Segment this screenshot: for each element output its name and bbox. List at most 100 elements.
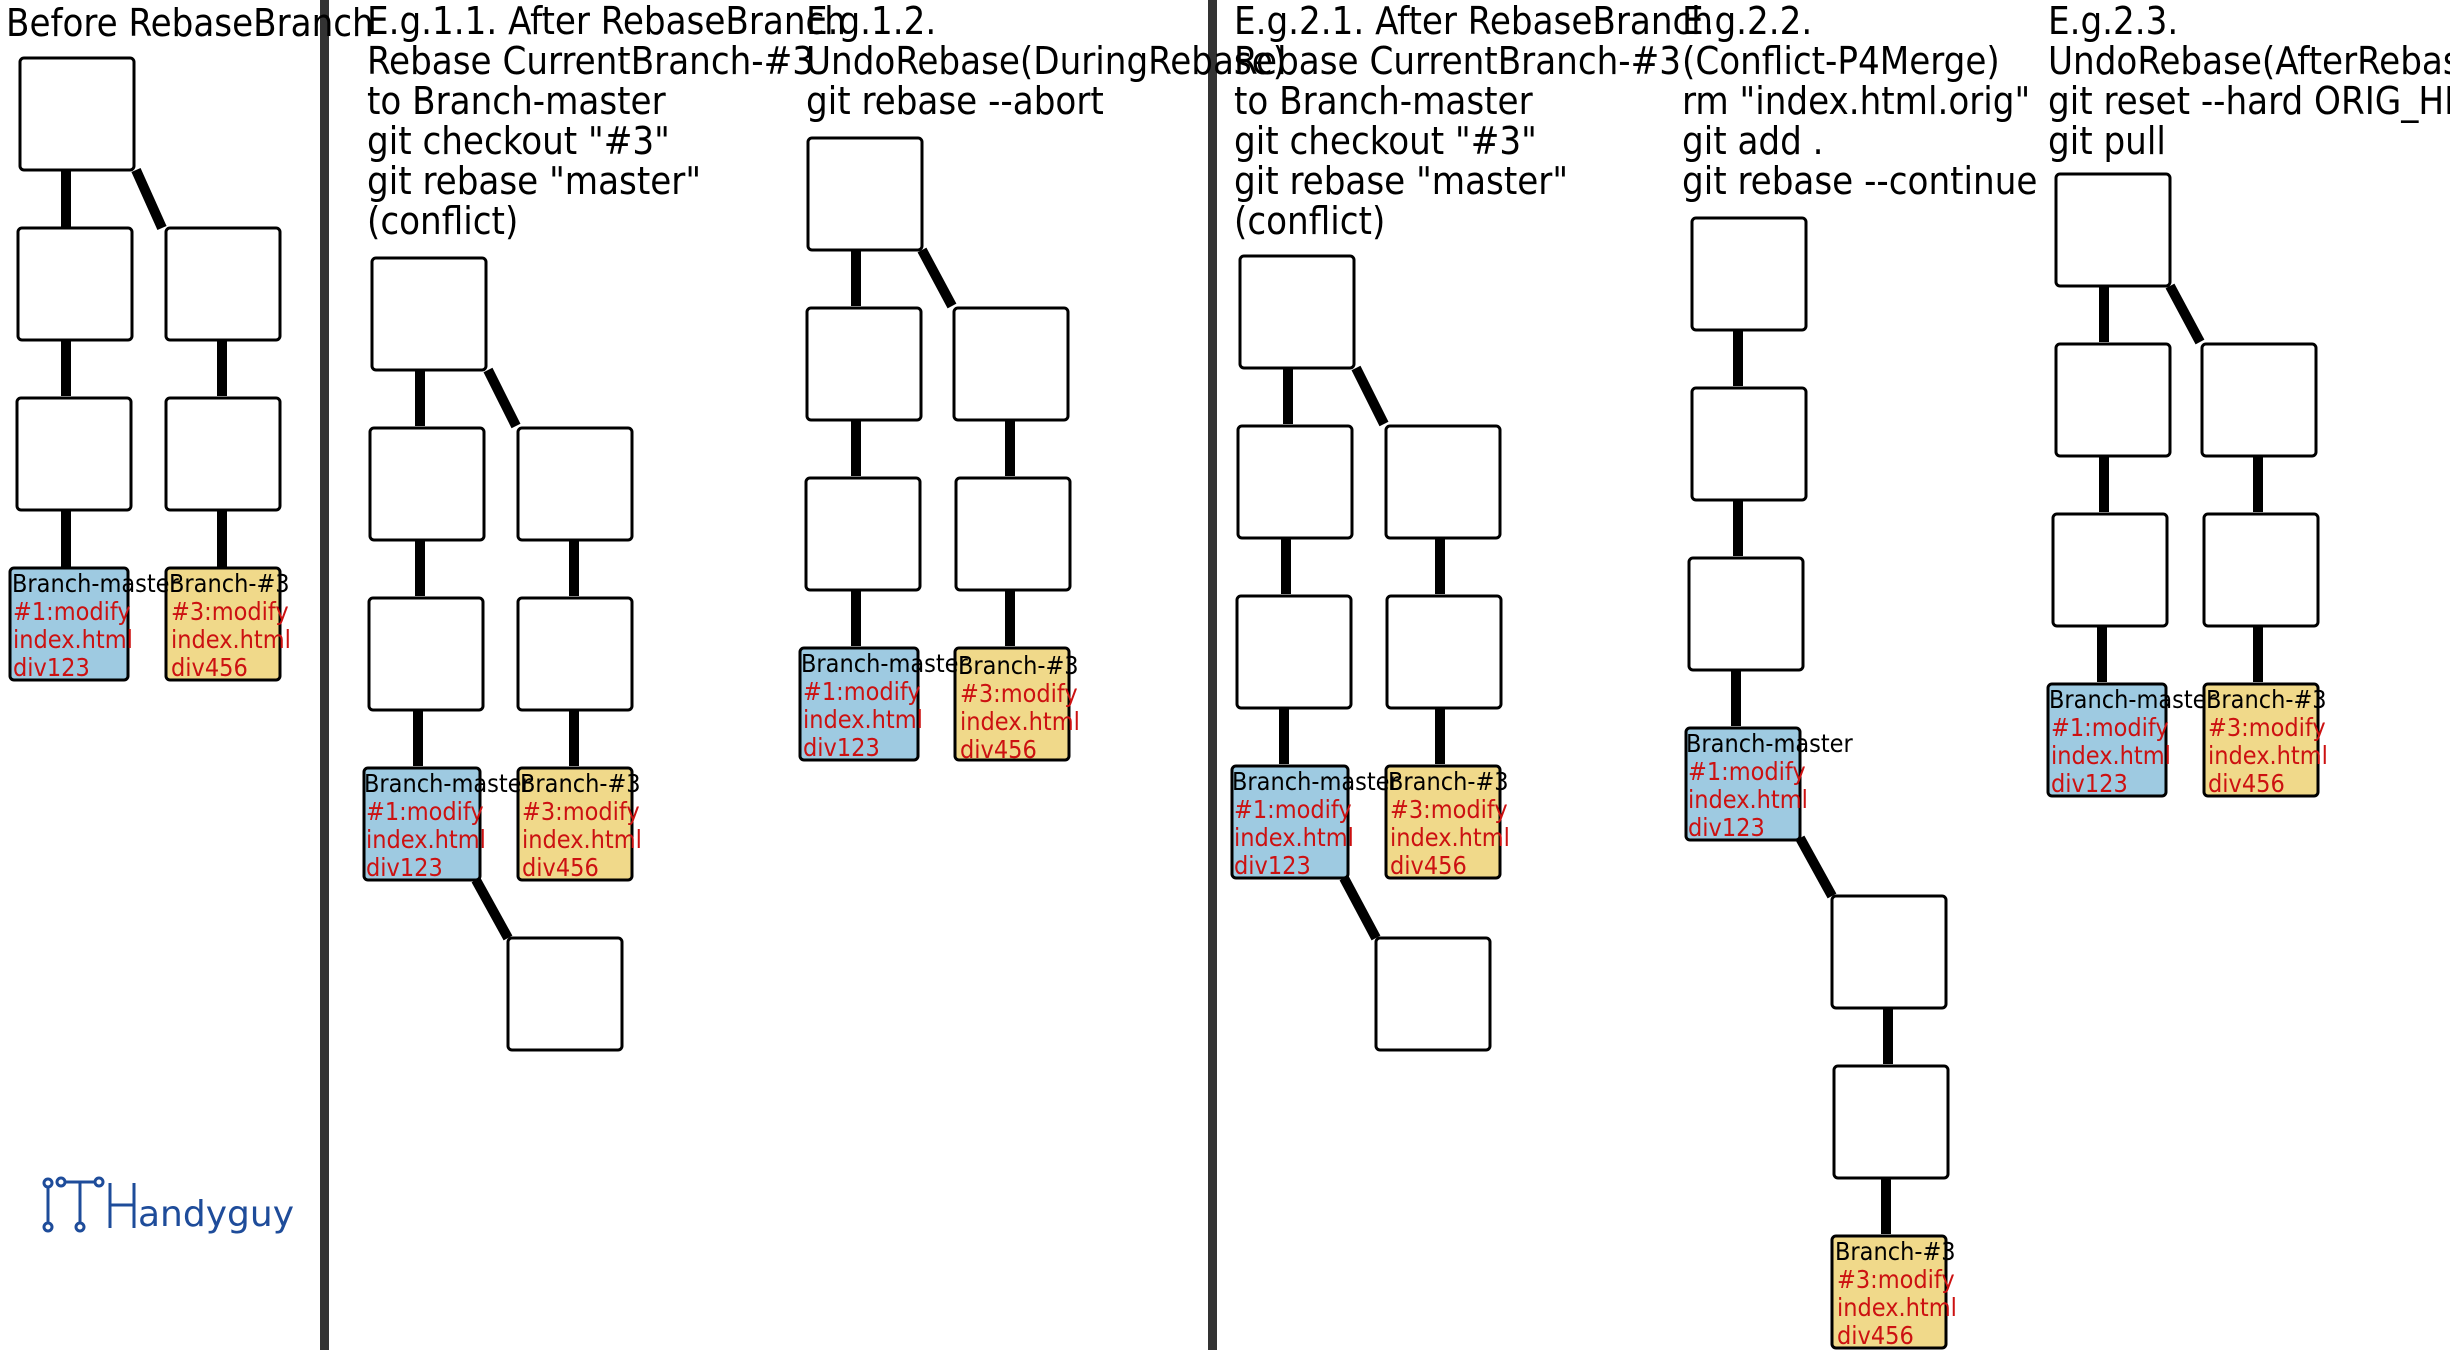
heading-line: E.g.2.1. After RebaseBranch — [1234, 0, 1713, 43]
commit-node — [804, 476, 922, 592]
commit-node — [1690, 386, 1808, 502]
commit-node — [367, 596, 485, 712]
branch-label-feature: Branch-#3 — [958, 651, 1079, 680]
note-line: div123 — [366, 853, 443, 882]
commit-node — [806, 136, 924, 252]
feature-commit — [2202, 682, 2320, 798]
commit-node — [1832, 1064, 1950, 1180]
commit-note: #3:modify index.html div456 — [1837, 1265, 1964, 1350]
master-commit — [362, 766, 482, 882]
commit-node — [1690, 216, 1808, 332]
commit-node — [1830, 894, 1948, 1010]
note-line: #3:modify — [2208, 713, 2326, 742]
heading-line: git pull — [2048, 119, 2166, 163]
commit-graph — [413, 367, 579, 941]
panel-heading: E.g.2.1. After RebaseBranch Rebase Curre… — [1234, 0, 1724, 243]
heading-line: git rebase --continue — [1682, 159, 2037, 203]
commit-graph — [61, 167, 227, 568]
panel-before: Before RebaseBranch Branch-master #1:mod… — [6, 1, 374, 682]
note-line: index.html — [13, 625, 133, 654]
commit-node — [16, 226, 134, 342]
branch-label-feature: Branch-#3 — [1835, 1237, 1956, 1266]
commit-node — [805, 306, 923, 422]
heading-line: Rebase CurrentBranch-#3 — [1234, 39, 1681, 83]
panel-eg-1-1: E.g.1.1. After RebaseBranch Rebase Curre… — [362, 0, 857, 1052]
commit-node — [2202, 512, 2320, 628]
master-commit — [8, 566, 130, 682]
note-line: #3:modify — [1837, 1265, 1955, 1294]
commit-note: #3:modify index.html div456 — [171, 597, 298, 682]
note-line: div456 — [2208, 769, 2285, 798]
commit-note: #3:modify index.html div456 — [522, 797, 649, 882]
note-line: #1:modify — [366, 797, 484, 826]
commit-node — [1236, 424, 1354, 540]
heading-line: UndoRebase(DuringRebase) — [806, 39, 1286, 83]
note-line: #1:modify — [803, 677, 921, 706]
heading-line: rm "index.html.orig" — [1682, 79, 2030, 123]
heading-line: E.g.1.2. — [806, 0, 936, 43]
heading-line: git add . — [1682, 119, 1824, 163]
branch-label-master: Branch-master — [2049, 685, 2217, 714]
commit-note: #3:modify index.html div456 — [1390, 795, 1517, 880]
note-line: index.html — [1837, 1293, 1957, 1322]
commit-node — [1687, 556, 1805, 672]
divider-line — [320, 0, 329, 1350]
commit-node — [2054, 342, 2172, 458]
panel-eg-1-2: E.g.1.2. UndoRebase(DuringRebase) git re… — [798, 0, 1297, 764]
master-commit — [2046, 682, 2168, 798]
heading-line: E.g.1.1. After RebaseBranch — [367, 0, 846, 43]
commit-graph — [2097, 283, 2263, 682]
note-line: index.html — [522, 825, 642, 854]
commit-node — [368, 426, 486, 542]
panel-heading: E.g.1.1. After RebaseBranch Rebase Curre… — [367, 0, 857, 243]
note-line: index.html — [171, 625, 291, 654]
commit-node — [506, 936, 624, 1052]
commit-node — [516, 426, 634, 542]
commit-node — [2051, 512, 2169, 628]
commit-node — [2200, 342, 2318, 458]
ithandyguy-logo: andyguy IT — [42, 1176, 294, 1235]
branch-label-feature: Branch-#3 — [169, 569, 290, 598]
commit-node — [1384, 424, 1502, 540]
commit-note: #1:modify index.html div123 — [803, 677, 930, 762]
feature-commit — [953, 646, 1071, 762]
note-line: div123 — [1688, 813, 1765, 842]
note-line: index.html — [803, 705, 923, 734]
branch-label-feature: Branch-#3 — [1388, 767, 1509, 796]
note-line: #1:modify — [1688, 757, 1806, 786]
note-line: div123 — [803, 733, 880, 762]
commit-node — [1235, 594, 1353, 710]
note-line: #1:modify — [13, 597, 131, 626]
note-line: #3:modify — [1390, 795, 1508, 824]
note-line: index.html — [366, 825, 486, 854]
commit-note: #1:modify index.html div123 — [13, 597, 140, 682]
graph-edge — [1339, 875, 1381, 941]
heading-line: E.g.2.3. — [2048, 0, 2178, 43]
note-line: div456 — [171, 653, 248, 682]
panel-heading: E.g.1.2. UndoRebase(DuringRebase) git re… — [806, 0, 1297, 123]
branch-label-master: Branch-master — [801, 649, 969, 678]
note-line: #1:modify — [1234, 795, 1352, 824]
commit-graph — [1279, 365, 1445, 941]
commit-node — [2054, 172, 2172, 288]
commit-note: #1:modify index.html div123 — [2051, 713, 2178, 798]
graph-edge — [1795, 835, 1837, 899]
heading-line: (conflict) — [367, 199, 518, 243]
commit-graph — [851, 247, 1015, 646]
commit-note: #1:modify index.html div123 — [366, 797, 493, 882]
heading-line: E.g.2.2. — [1682, 0, 1812, 43]
panel-eg-2-1: E.g.2.1. After RebaseBranch Rebase Curre… — [1230, 0, 1724, 1052]
note-line: div456 — [1390, 851, 1467, 880]
note-line: div123 — [1234, 851, 1311, 880]
graph-edge — [917, 247, 957, 309]
logo-prefix: IT — [48, 1225, 49, 1227]
commit-node — [18, 56, 136, 172]
branch-label-master: Branch-master — [1686, 729, 1854, 758]
branch-label-feature: Branch-#3 — [2206, 685, 2327, 714]
note-line: #3:modify — [960, 679, 1078, 708]
feature-commit — [1384, 764, 1502, 880]
logo-text: andyguy — [138, 1194, 294, 1235]
commit-node — [516, 596, 634, 712]
heading-line: (Conflict-P4Merge) — [1682, 39, 2000, 83]
commit-node — [370, 256, 488, 372]
